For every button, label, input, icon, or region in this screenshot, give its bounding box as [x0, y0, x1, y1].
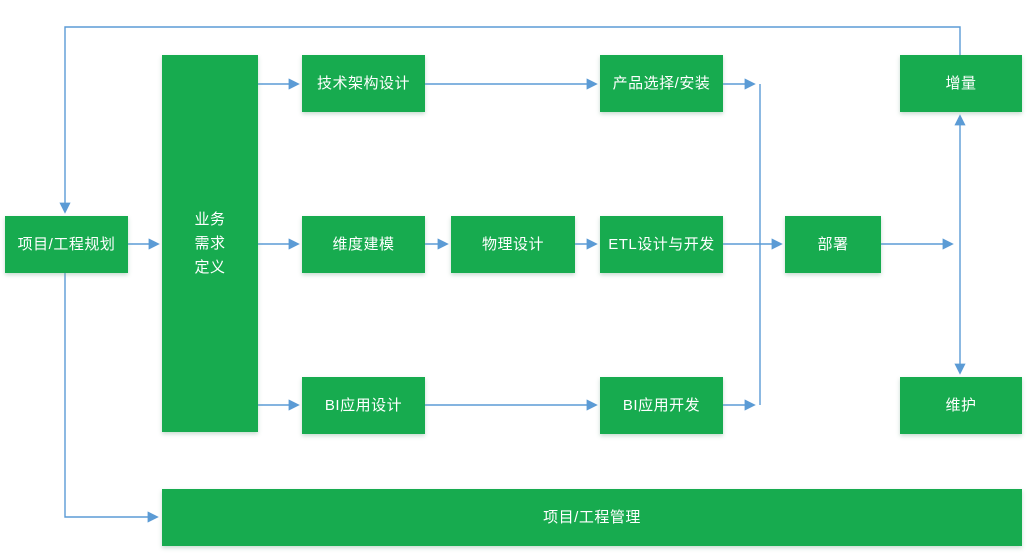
- node-project-management[interactable]: 项目/工程管理: [162, 489, 1022, 546]
- node-business-requirements[interactable]: 业务 需求 定义: [162, 55, 258, 432]
- node-product-selection-install[interactable]: 产品选择/安装: [600, 55, 723, 112]
- node-etl-design-dev-label: ETL设计与开发: [608, 235, 715, 253]
- node-maintenance-label: 维护: [945, 396, 977, 414]
- node-dimensional-modeling[interactable]: 维度建模: [302, 216, 425, 273]
- node-product-selection-install-label: 产品选择/安装: [612, 74, 711, 92]
- node-maintenance[interactable]: 维护: [900, 377, 1022, 434]
- node-business-requirements-label: 业务 需求 定义: [194, 210, 226, 276]
- node-bi-app-design[interactable]: BI应用设计: [302, 377, 425, 434]
- node-tech-architecture-design[interactable]: 技术架构设计: [302, 55, 425, 112]
- node-project-planning-label: 项目/工程规划: [17, 235, 116, 253]
- node-increment[interactable]: 增量: [900, 55, 1022, 112]
- node-dimensional-modeling-label: 维度建模: [332, 235, 395, 253]
- node-deployment-label: 部署: [817, 235, 849, 253]
- node-physical-design-label: 物理设计: [481, 235, 544, 253]
- node-deployment[interactable]: 部署: [785, 216, 881, 273]
- edge-planning-to-management: [64, 273, 159, 523]
- node-increment-label: 增量: [945, 74, 977, 92]
- node-bi-app-development-label: BI应用开发: [622, 396, 701, 414]
- node-project-planning[interactable]: 项目/工程规划: [5, 216, 128, 273]
- node-bi-app-design-label: BI应用设计: [324, 396, 403, 414]
- node-project-management-label: 项目/工程管理: [543, 508, 641, 526]
- node-tech-architecture-design-label: 技术架构设计: [316, 74, 410, 92]
- node-bi-app-development[interactable]: BI应用开发: [600, 377, 723, 434]
- node-etl-design-dev[interactable]: ETL设计与开发: [600, 216, 723, 273]
- edge-increment-to-planning: [59, 26, 961, 214]
- node-physical-design[interactable]: 物理设计: [451, 216, 575, 273]
